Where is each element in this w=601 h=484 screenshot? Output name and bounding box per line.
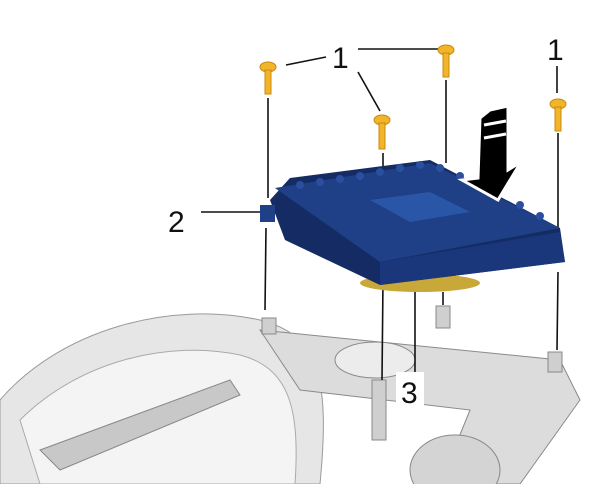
callout-screw-1-right: 1 (547, 34, 564, 67)
screw-icon (373, 114, 391, 150)
callout-connector-2: 2 (168, 206, 185, 239)
headlamp-housing (0, 305, 581, 484)
callout-screw-1: 1 (332, 42, 349, 75)
insert-direction-arrow-icon (457, 104, 523, 203)
screw-icon (549, 98, 567, 132)
led-control-module (260, 160, 565, 292)
screw-icon (259, 61, 277, 95)
callout-seal-3: 3 (401, 377, 418, 410)
screw-icon (437, 44, 455, 78)
